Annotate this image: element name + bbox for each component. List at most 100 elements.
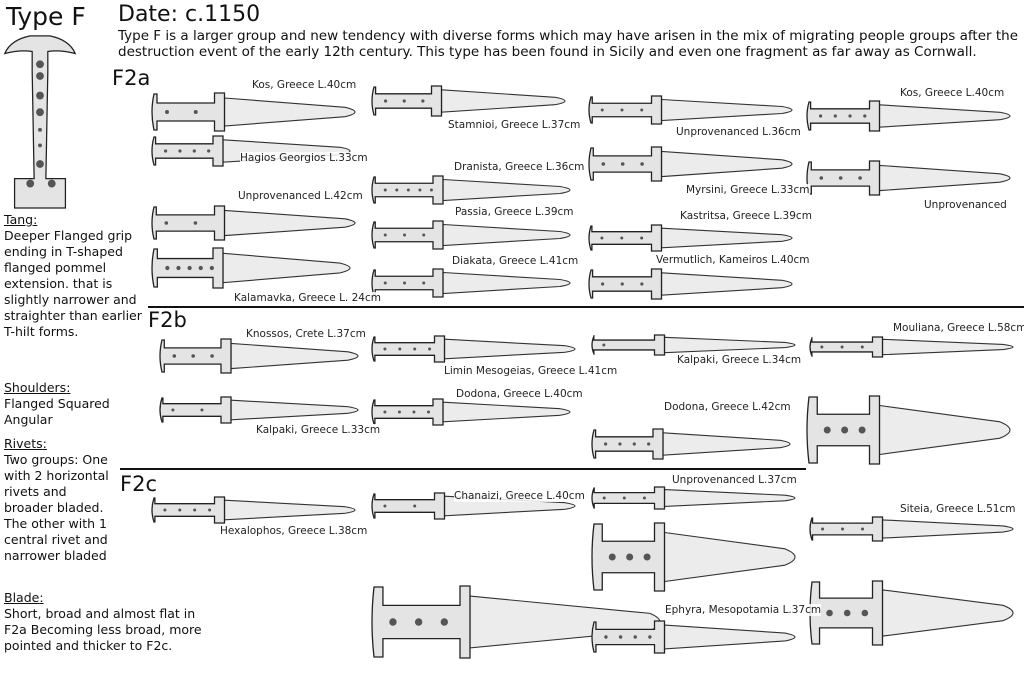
rivet bbox=[192, 149, 196, 153]
rivet bbox=[406, 188, 410, 192]
rivet bbox=[841, 426, 849, 434]
rivet bbox=[209, 265, 214, 271]
section-label-f2c: F2c bbox=[120, 472, 157, 496]
rivet bbox=[165, 110, 169, 114]
rivet bbox=[647, 442, 651, 446]
sword-drawing bbox=[371, 335, 576, 363]
rivet bbox=[163, 508, 167, 512]
specimen-label: Kalpaki, Greece L.33cm bbox=[256, 424, 381, 436]
rivets-text: Two groups: One with 2 horizontal rivets… bbox=[4, 452, 109, 563]
rivet bbox=[383, 233, 387, 237]
rivet bbox=[210, 354, 214, 358]
specimen-label: Passia, Greece L.39cm bbox=[455, 206, 574, 218]
sword-drawing bbox=[806, 100, 1011, 132]
rivet bbox=[640, 162, 644, 166]
rivet bbox=[402, 99, 406, 103]
tang-section: Tang: Deeper Flanged grip ending in T-sh… bbox=[4, 212, 146, 340]
specimen-label: Kastritsa, Greece L.39cm bbox=[680, 210, 812, 222]
rivet bbox=[389, 618, 397, 626]
rivet bbox=[172, 354, 177, 358]
rivet bbox=[413, 347, 417, 351]
sword-drawing bbox=[151, 92, 356, 132]
divider-f2b bbox=[148, 306, 1024, 308]
specimen-label: Ephyra, Mesopotamia L.37cm bbox=[665, 604, 822, 616]
sword-drawing bbox=[159, 396, 359, 424]
tang-text: Deeper Flanged grip ending in T-shaped f… bbox=[4, 228, 142, 339]
specimen-label: Unprovenanced L.42cm bbox=[238, 190, 363, 202]
rivet bbox=[403, 281, 406, 285]
sword-drawing bbox=[809, 336, 1014, 358]
sword-drawing bbox=[591, 620, 796, 654]
rivet bbox=[383, 188, 387, 192]
rivet bbox=[164, 149, 168, 153]
sword-drawing bbox=[151, 496, 356, 524]
sword-drawing bbox=[809, 516, 1014, 542]
rivet bbox=[414, 618, 423, 626]
rivet bbox=[604, 442, 608, 446]
rivet bbox=[640, 282, 644, 286]
rivet bbox=[426, 410, 430, 414]
specimen-label: Siteia, Greece L.51cm bbox=[900, 503, 1016, 515]
specimen-label: Unprovenanced L.36cm bbox=[676, 126, 801, 138]
rivet bbox=[383, 347, 387, 351]
rivet bbox=[642, 496, 646, 500]
rivet bbox=[843, 609, 851, 617]
rivet bbox=[193, 110, 198, 114]
rivet bbox=[643, 553, 651, 561]
rivet bbox=[632, 442, 636, 446]
rivet bbox=[397, 410, 401, 414]
specimen-label: Mouliana, Greece L.58cm bbox=[893, 322, 1024, 334]
date-heading: Date: c.1150 bbox=[118, 2, 261, 27]
blade-section: Blade: Short, broad and almost flat in F… bbox=[4, 590, 204, 654]
rivet bbox=[164, 221, 169, 225]
rivet bbox=[600, 108, 604, 112]
rivet bbox=[383, 410, 387, 414]
page-title: Type F bbox=[6, 2, 86, 31]
specimen-label: Chanaizi, Greece L.40cm bbox=[454, 490, 585, 502]
rivet bbox=[171, 408, 175, 412]
rivet bbox=[620, 108, 624, 112]
rivet bbox=[860, 345, 864, 349]
rivet bbox=[640, 108, 644, 112]
rivet bbox=[848, 114, 852, 118]
rivet bbox=[620, 162, 625, 166]
specimen-label: Dodona, Greece L.42cm bbox=[664, 401, 791, 413]
rivet bbox=[618, 635, 623, 639]
rivet bbox=[191, 354, 195, 358]
sword-drawing bbox=[151, 247, 351, 289]
rivet bbox=[398, 347, 402, 351]
rivet bbox=[200, 408, 204, 412]
rivet bbox=[838, 176, 843, 180]
sword-drawing bbox=[591, 428, 791, 460]
rivet bbox=[604, 635, 608, 639]
rivet bbox=[412, 410, 416, 414]
rivet bbox=[601, 162, 606, 166]
rivet bbox=[383, 281, 387, 285]
specimen-label: Kalamavka, Greece L. 24cm bbox=[234, 292, 381, 304]
rivet bbox=[858, 176, 862, 180]
specimen-label: Stamnioi, Greece L.37cm bbox=[448, 119, 581, 131]
rivet bbox=[861, 527, 865, 531]
shoulders-heading: Shoulders: bbox=[4, 380, 71, 395]
rivet bbox=[600, 236, 604, 240]
rivet bbox=[833, 114, 837, 118]
sword-drawing bbox=[588, 268, 793, 300]
rivet bbox=[819, 114, 823, 118]
sword-drawing bbox=[588, 146, 793, 182]
specimen-label: Unprovenanced bbox=[924, 199, 1007, 211]
rivet bbox=[821, 527, 825, 531]
rivet bbox=[841, 527, 845, 531]
rivet bbox=[863, 114, 867, 118]
rivet bbox=[861, 609, 869, 617]
rivet bbox=[403, 233, 406, 237]
sword-drawing bbox=[151, 205, 356, 241]
sword-drawing bbox=[371, 220, 571, 250]
rivet bbox=[858, 426, 866, 434]
rivet bbox=[440, 618, 449, 626]
specimen-label: Myrsini, Greece L.33cm bbox=[686, 184, 810, 196]
rivet bbox=[422, 233, 426, 237]
rivet bbox=[648, 635, 652, 639]
rivet bbox=[820, 345, 824, 349]
sword-drawing bbox=[371, 85, 566, 117]
sword-drawing bbox=[591, 334, 796, 356]
